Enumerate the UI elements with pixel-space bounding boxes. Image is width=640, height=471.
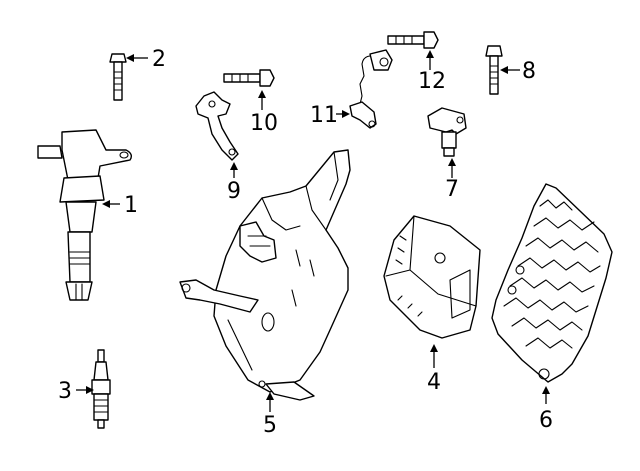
wired-sensor[interactable] xyxy=(349,49,393,129)
callout-1: 1 xyxy=(124,193,138,218)
callout-7: 7 xyxy=(445,177,459,202)
sensor-bracket[interactable] xyxy=(195,91,239,161)
callout-11: 11 xyxy=(310,103,338,128)
callout-8: 8 xyxy=(522,59,536,84)
spark-plug[interactable] xyxy=(91,349,111,429)
callout-5: 5 xyxy=(263,413,277,438)
callout-2: 2 xyxy=(152,47,166,72)
callout-10: 10 xyxy=(250,111,278,136)
camshaft-position-sensor[interactable] xyxy=(427,107,467,157)
callout-labels: 1 2 3 4 5 6 7 8 9 10 11 12 xyxy=(58,47,553,438)
bolt-8[interactable] xyxy=(485,45,503,95)
callout-3: 3 xyxy=(58,379,72,404)
leader-lines xyxy=(76,50,550,412)
bolt-12[interactable] xyxy=(387,31,439,49)
callout-9: 9 xyxy=(227,179,241,204)
callout-12: 12 xyxy=(418,69,446,94)
mounting-bracket[interactable] xyxy=(179,149,351,401)
bolt-10[interactable] xyxy=(223,69,275,87)
callout-6: 6 xyxy=(539,408,553,433)
heat-shield-plate[interactable] xyxy=(491,183,613,383)
engine-control-module[interactable] xyxy=(383,215,481,339)
ignition-coil[interactable] xyxy=(37,129,133,301)
bolt-2[interactable] xyxy=(109,53,127,101)
callout-4: 4 xyxy=(427,370,441,395)
